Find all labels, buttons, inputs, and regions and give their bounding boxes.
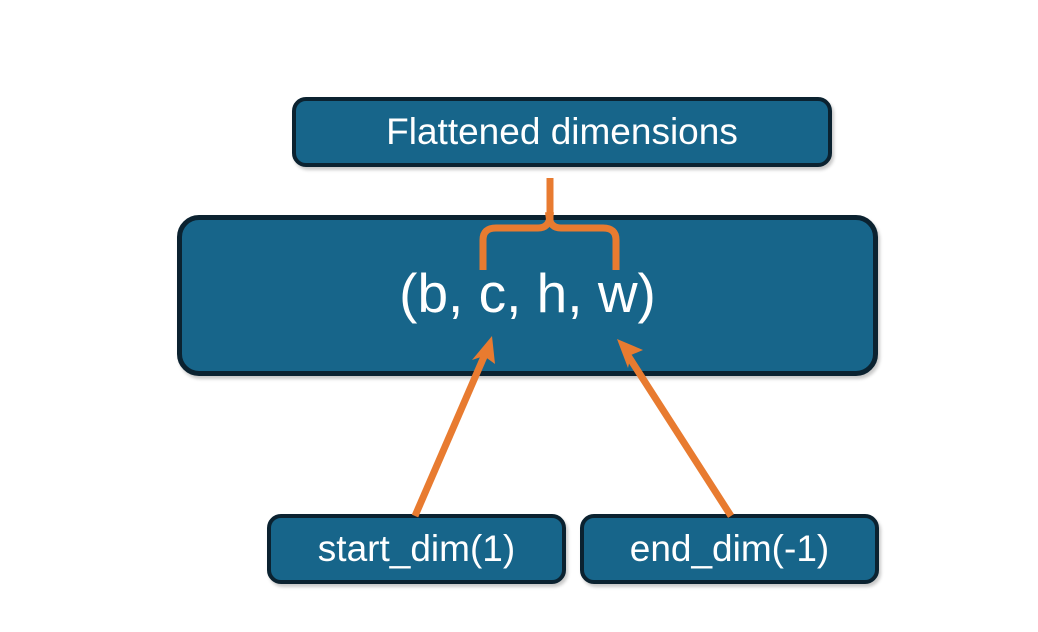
start-dim-label: start_dim(1) xyxy=(317,527,516,569)
start-dim-box: start_dim(1) xyxy=(267,514,566,584)
end-dim-box: end_dim(-1) xyxy=(580,514,879,584)
tuple-label: (b, c, h, w) xyxy=(399,262,656,325)
tuple-box: (b, c, h, w) xyxy=(177,215,878,376)
flattened-dimensions-box: Flattened dimensions xyxy=(292,97,832,167)
end-dim-label: end_dim(-1) xyxy=(629,527,830,569)
flattened-dimensions-label: Flattened dimensions xyxy=(386,110,738,152)
